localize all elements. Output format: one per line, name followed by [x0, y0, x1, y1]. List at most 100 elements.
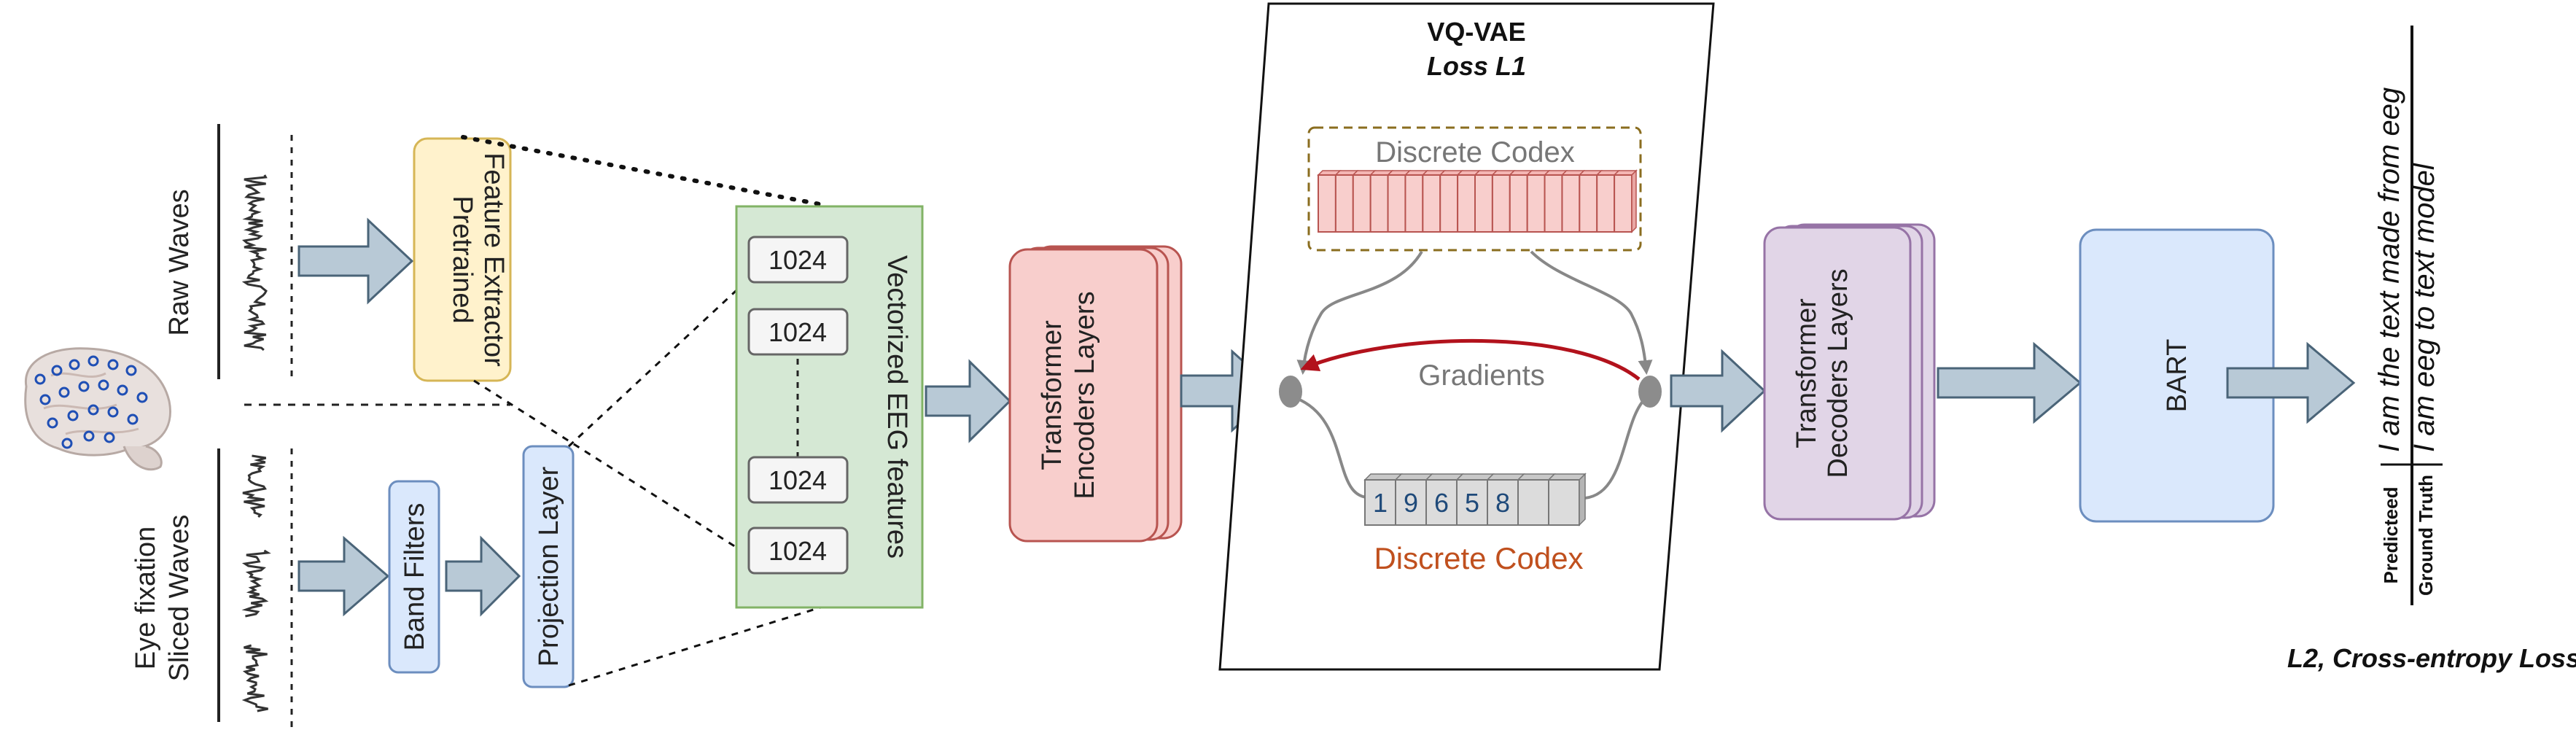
code-digit-4: 5	[1465, 488, 1479, 518]
vectorized-features-label: Vectorized EEG features	[882, 255, 912, 559]
code-cell-7	[1547, 473, 1587, 526]
gradient-arrow	[1300, 338, 1641, 381]
sliced-eeg-waveform-1	[242, 454, 267, 518]
encoder-label-line2: Encoders Layers	[1070, 291, 1100, 499]
electrode-2	[51, 365, 63, 376]
transformer-decoder-stack: Transformer Decoders Layers	[1763, 223, 1936, 521]
electrode-14	[67, 410, 79, 422]
electrode-3	[69, 359, 80, 370]
codebook-cell-15	[1560, 170, 1586, 233]
vector-dim-4-label: 1024	[768, 536, 827, 566]
encoder-label-line1: Transformer	[1037, 320, 1067, 470]
codebook-to-left-node-curve	[1296, 250, 1423, 375]
discrete-codes-label: Discrete Codex	[1374, 541, 1583, 575]
code-cell-5: 8	[1486, 473, 1525, 526]
raw-eeg-waveform	[241, 174, 268, 351]
vector-dim-1-label: 1024	[768, 245, 827, 275]
arrow-features-to-encoder	[925, 359, 1012, 443]
feature-extractor-label-line2: Feature Extractor	[478, 152, 509, 367]
code-digit-2: 9	[1404, 488, 1418, 518]
electrode-13	[47, 417, 58, 429]
electrode-4	[87, 355, 99, 367]
quantizer-output-node	[1638, 376, 1662, 408]
code-digit-3: 6	[1434, 488, 1449, 518]
arrow-sliced-to-band-filters	[297, 535, 390, 617]
vector-dim-4: 1024	[747, 527, 849, 575]
codebook-cell-8	[1439, 170, 1463, 233]
electrode-19	[83, 430, 95, 442]
electrode-5	[107, 359, 119, 370]
cross-entropy-loss-label: L2, Cross-entropy Loss	[2287, 643, 2576, 673]
discrete-codebook: Discrete Codex	[1307, 126, 1642, 252]
electrode-15	[87, 404, 99, 416]
projection-layer-label: Projection Layer	[534, 466, 564, 667]
electrode-7	[39, 394, 51, 405]
codebook-cell-13	[1525, 170, 1551, 233]
codebook-cell-6	[1404, 170, 1429, 233]
vector-dim-2-label: 1024	[768, 317, 827, 347]
codebook-cell-9	[1456, 170, 1481, 233]
electrode-20	[104, 432, 115, 443]
sliced-waves-label-line2: Sliced Waves	[164, 515, 195, 682]
arrow-raw-to-extractor	[297, 217, 414, 305]
bart-label: BART	[2162, 339, 2192, 413]
code-digit-5: 8	[1495, 488, 1510, 518]
decoder-label-line1: Transformer	[1791, 298, 1822, 448]
pretrained-feature-extractor: Pretrained Feature Extractor	[413, 137, 512, 382]
vector-dim-2: 1024	[747, 308, 849, 356]
quantizer-input-node	[1279, 376, 1302, 408]
raw-waves-label: Raw Waves	[164, 189, 195, 335]
codebook-label: Discrete Codex	[1375, 136, 1574, 168]
electrode-1	[34, 373, 46, 385]
ground-truth-tag: Ground Truth	[2415, 475, 2437, 596]
vectorized-eeg-features-block: Vectorized EEG features 1024 1024 1024 1…	[735, 205, 924, 609]
decoder-label-line2: Decoders Layers	[1823, 268, 1853, 478]
transformer-encoder-stack: Transformer Encoders Layers	[1008, 245, 1183, 543]
vector-dim-3-label: 1024	[768, 465, 827, 495]
projection-layer-block: Projection Layer	[522, 445, 575, 688]
output-sentences: I am the text made from eeg I am eeg to …	[2287, 26, 2576, 673]
electrode-8	[58, 387, 70, 398]
raw-waves-group: Raw Waves	[164, 124, 293, 379]
code-cells-side-face	[1579, 473, 1586, 527]
ground-truth-sentence: I am eeg to text model	[2408, 163, 2440, 452]
electrode-11	[117, 384, 128, 396]
band-filters-block: Band Filters	[388, 480, 440, 674]
vector-dim-3: 1024	[747, 456, 849, 504]
codebook-to-right-node-curve	[1530, 250, 1653, 375]
code-cell-2: 9	[1394, 473, 1433, 526]
electrode-17	[127, 413, 139, 425]
arrow-band-to-projection	[445, 535, 521, 617]
band-filters-label: Band Filters	[400, 503, 430, 651]
vector-dim-1: 1024	[747, 236, 849, 284]
vq-vae-title: VQ-VAE	[1427, 17, 1525, 47]
sliced-waves-group: Eye fixation Sliced Waves	[131, 448, 293, 729]
electrode-10	[98, 379, 109, 391]
code-cell-3: 6	[1425, 473, 1464, 526]
electrode-9	[78, 381, 90, 392]
arrow-bart-to-output	[2226, 341, 2356, 424]
codes-to-right-node-curve	[1576, 396, 1648, 500]
sliced-eeg-waveform-2	[241, 549, 271, 618]
left-node-to-codes-curve	[1293, 396, 1377, 500]
code-cell-4: 5	[1455, 473, 1495, 526]
feature-extractor-label-line1: Pretrained	[447, 195, 478, 323]
predicted-sentence: I am the text made from eeg	[2373, 88, 2405, 452]
arrow-decoder-to-bart	[1937, 341, 2082, 424]
electrode-16	[107, 406, 119, 418]
codebook-side-face	[1631, 169, 1637, 233]
electrode-12	[136, 392, 148, 403]
sliced-eeg-waveform-3	[241, 644, 268, 712]
code-cell-1: 1	[1363, 473, 1403, 526]
vq-vae-module: VQ-VAE Loss L1 Discrete Codex Gradients …	[1218, 2, 1715, 671]
sliced-waves-label-line1: Eye fixation	[131, 527, 161, 669]
code-cell-6	[1517, 473, 1556, 526]
electrode-6	[125, 365, 137, 376]
brain-eeg-icon	[24, 347, 171, 471]
code-digit-1: 1	[1373, 488, 1388, 518]
codebook-cell-14	[1543, 170, 1568, 233]
codebook-cells	[1317, 169, 1638, 233]
predicted-tag: Predicteed	[2380, 487, 2402, 584]
